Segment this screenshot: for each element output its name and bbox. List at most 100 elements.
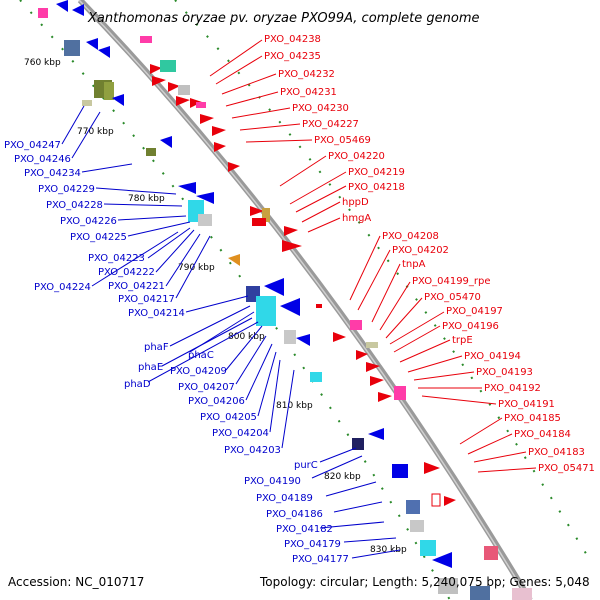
gene-feature xyxy=(280,298,300,316)
leader-line xyxy=(245,139,313,143)
gene-feature xyxy=(72,4,84,16)
gene-feature xyxy=(296,334,310,346)
gene-label: PXO_04177 xyxy=(292,554,349,565)
gene-label: PXO_04191 xyxy=(498,399,555,410)
leader-line xyxy=(147,321,259,383)
leader-line xyxy=(165,233,201,287)
gene-label: PXO_04247 xyxy=(4,140,61,151)
gene-label: PXO_04203 xyxy=(224,445,281,456)
gene-feature xyxy=(176,96,190,106)
gene-label: PXO_04190 xyxy=(244,476,301,487)
scale-label: 800 kbp xyxy=(228,332,265,342)
gene-label: PXO_04217 xyxy=(118,294,175,305)
gene-feature xyxy=(200,114,214,124)
gene-label: PXO_04206 xyxy=(188,396,245,407)
leader-line xyxy=(61,105,85,145)
leader-line xyxy=(95,187,177,195)
leader-line xyxy=(477,467,537,473)
leader-line xyxy=(175,235,211,299)
gene-feature xyxy=(282,240,302,252)
gene-feature xyxy=(152,76,166,86)
leader-line xyxy=(421,395,497,405)
leader-line xyxy=(357,249,391,311)
gene-label: PXO_04182 xyxy=(276,524,333,535)
gene-label: PXO_04246 xyxy=(14,154,71,165)
gene-feature xyxy=(484,546,498,560)
gene-feature xyxy=(98,46,110,58)
leader-line xyxy=(349,235,381,301)
leader-line xyxy=(319,447,357,463)
gene-label: PXO_04204 xyxy=(212,428,269,439)
gene-label: PXO_04184 xyxy=(514,429,571,440)
gene-feature xyxy=(250,206,264,216)
scale-label: 830 kbp xyxy=(370,545,407,555)
gene-feature xyxy=(310,372,322,382)
gene-label: PXO_04221 xyxy=(108,281,165,292)
gene-feature xyxy=(262,208,270,222)
gene-feature xyxy=(38,8,48,18)
leader-line xyxy=(279,155,327,187)
leader-line xyxy=(81,163,133,173)
leader-line xyxy=(385,297,423,339)
leader-line xyxy=(311,455,363,479)
leader-line xyxy=(281,369,295,449)
leader-line xyxy=(169,305,251,347)
gene-label: PXO_05469 xyxy=(314,135,371,146)
gene-label: PXO_04192 xyxy=(484,383,541,394)
gene-feature xyxy=(378,392,392,402)
gene-feature xyxy=(368,428,384,440)
leader-line xyxy=(325,481,377,497)
left-leader-lines xyxy=(61,105,401,559)
gene-label: PXO_04227 xyxy=(302,119,359,130)
leader-line xyxy=(91,231,179,287)
leader-line xyxy=(319,521,385,529)
leader-line xyxy=(71,111,101,159)
leader-line xyxy=(235,335,267,385)
gene-feature xyxy=(140,36,152,43)
leader-line xyxy=(215,55,263,85)
scale-label: 780 kbp xyxy=(128,194,165,204)
gene-feature xyxy=(214,142,226,152)
leader-line xyxy=(147,227,191,259)
gene-label: PXO_05471 xyxy=(538,463,595,474)
leader-line xyxy=(333,501,383,513)
reverse-gene-track xyxy=(38,0,490,600)
gene-feature xyxy=(112,94,124,106)
gene-label: PXO_04232 xyxy=(278,69,335,80)
gene-label: PXO_04238 xyxy=(264,34,321,45)
gene-feature xyxy=(196,192,214,204)
leader-line xyxy=(127,221,191,237)
gene-feature xyxy=(370,376,384,386)
leader-line xyxy=(221,73,277,95)
gene-label: PXO_04223 xyxy=(88,253,145,264)
gene-label: PXO_04229 xyxy=(38,184,95,195)
gene-feature xyxy=(420,540,436,556)
gene-feature xyxy=(410,520,424,532)
gene-label: PXO_04205 xyxy=(200,412,257,423)
gene-label: PXO_04194 xyxy=(464,351,521,362)
leader-line xyxy=(231,107,291,119)
forward-gene-track xyxy=(140,36,532,600)
gene-label: PXO_04222 xyxy=(98,267,155,278)
leader-line xyxy=(473,451,527,463)
gene-feature xyxy=(284,330,296,344)
gene-label: PXO_04214 xyxy=(128,308,185,319)
gene-label: phaD xyxy=(124,379,151,390)
gene-label: PXO_04224 xyxy=(34,282,91,293)
gene-feature xyxy=(64,40,80,56)
gene-feature xyxy=(228,162,240,172)
leader-line xyxy=(289,171,347,205)
gene-label: phaE xyxy=(138,362,163,373)
leader-line xyxy=(343,537,397,543)
gene-feature xyxy=(406,500,420,514)
leader-line xyxy=(155,229,195,273)
gene-feature xyxy=(352,438,364,450)
scale-label: 810 kbp xyxy=(276,401,313,411)
gene-label: PXO_04228 xyxy=(46,200,103,211)
gene-label: PXO_04219 xyxy=(348,167,405,178)
leader-line xyxy=(413,371,475,381)
gene-feature xyxy=(56,0,68,12)
leader-line xyxy=(245,343,273,401)
